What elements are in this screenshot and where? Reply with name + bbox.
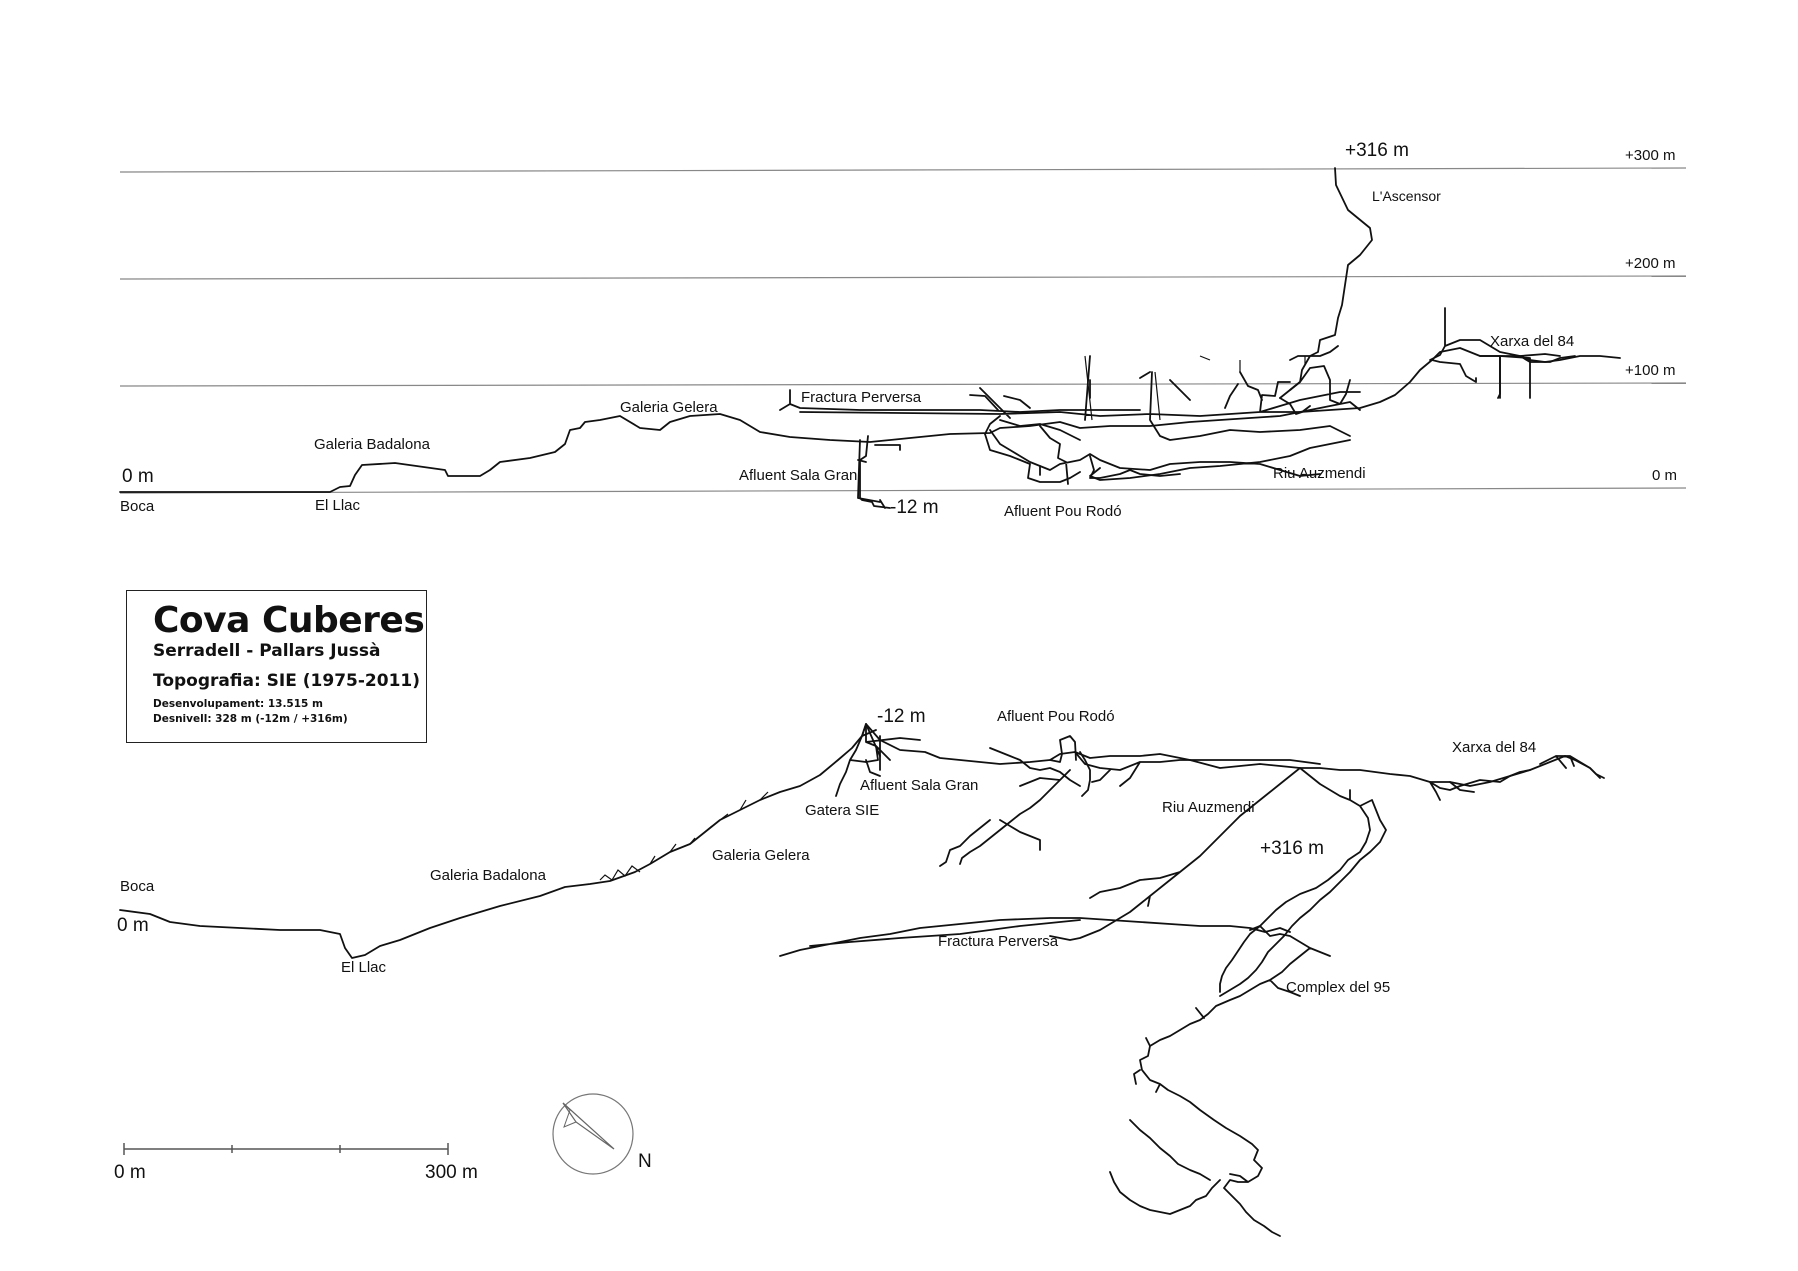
plan-sala-gran bbox=[865, 723, 921, 777]
profile-zero-label: 0 m bbox=[122, 466, 154, 487]
scale-end-label: 300 m bbox=[425, 1162, 478, 1183]
plan-complex-loop bbox=[1049, 767, 1387, 997]
plan-xarxa-84 bbox=[1429, 755, 1605, 801]
north-label: N bbox=[638, 1151, 652, 1172]
map-development: Desenvolupament: 13.515 m bbox=[153, 698, 323, 710]
level-label-0: 0 m bbox=[1652, 467, 1677, 484]
profile-ascensor-shaft bbox=[1279, 167, 1373, 399]
profile-peak-label: +316 m bbox=[1345, 140, 1409, 161]
plan-entrance-label: Boca bbox=[120, 878, 155, 895]
plan-gelera-branches bbox=[599, 791, 769, 881]
level-label-200: +200 m bbox=[1625, 255, 1675, 272]
plan-badalona-label: Galeria Badalona bbox=[430, 867, 547, 884]
plan-pou-rodo-label: Afluent Pou Rodó bbox=[997, 708, 1115, 725]
plan-sw-branch bbox=[1109, 1119, 1221, 1215]
profile-xarxa-84 bbox=[1429, 307, 1621, 399]
plan-peak-label: +316 m bbox=[1260, 838, 1324, 859]
level-line-300 bbox=[119, 167, 1687, 173]
map-survey-credit: Topografia: SIE (1975-2011) bbox=[153, 671, 421, 691]
profile-pou-rodo bbox=[984, 433, 1181, 483]
profile-xarxa84-label: Xarxa del 84 bbox=[1490, 333, 1574, 350]
plan-sala-gran-label: Afluent Sala Gran bbox=[860, 777, 978, 794]
level-label-300: +300 m bbox=[1625, 147, 1675, 164]
plan-section: Boca 0 m -12 m Afluent Pou Rodó Xarxa de… bbox=[117, 706, 1605, 1237]
profile-lowest-label: -12 m bbox=[890, 497, 939, 518]
title-block: Cova Cuberes Serradell - Pallars Jussà T… bbox=[126, 590, 427, 743]
map-depth: Desnivell: 328 m (-12m / +316m) bbox=[153, 713, 348, 725]
plan-complex95-label: Complex del 95 bbox=[1286, 979, 1390, 996]
map-title: Cova Cuberes bbox=[153, 600, 425, 641]
profile-shafts bbox=[1084, 355, 1306, 421]
profile-low-pit bbox=[857, 439, 881, 503]
profile-gelera-label: Galeria Gelera bbox=[620, 399, 718, 416]
level-label-100: +100 m bbox=[1625, 362, 1675, 379]
plan-pou-rodo bbox=[939, 735, 1091, 867]
level-line-200 bbox=[119, 275, 1687, 280]
profile-section: +300 m +200 m +100 m 0 m 0 m Boca +316 m… bbox=[119, 140, 1687, 520]
level-line-0 bbox=[119, 487, 1687, 494]
plan-fractura-perversa bbox=[779, 917, 1291, 957]
profile-entrance-label: Boca bbox=[120, 498, 155, 515]
plan-complex-95 bbox=[1133, 925, 1331, 1237]
plan-gatera-sie bbox=[835, 723, 877, 797]
north-arrow-icon: N bbox=[552, 1093, 652, 1175]
plan-main-passage bbox=[119, 723, 1601, 959]
profile-llac-label: El Llac bbox=[315, 497, 361, 514]
profile-sala-gran-label: Afluent Sala Gran bbox=[739, 467, 857, 484]
level-line-100 bbox=[119, 382, 1687, 387]
plan-zero-label: 0 m bbox=[117, 915, 149, 936]
plan-llac-label: El Llac bbox=[341, 959, 387, 976]
plan-gelera-label: Galeria Gelera bbox=[712, 847, 810, 864]
plan-lowest-label: -12 m bbox=[877, 706, 926, 727]
profile-badalona-label: Galeria Badalona bbox=[314, 436, 431, 453]
profile-ascensor-label: L'Ascensor bbox=[1372, 188, 1441, 204]
scale-start-label: 0 m bbox=[114, 1162, 146, 1183]
profile-auzmendi-label: Riu Auzmendi bbox=[1273, 465, 1366, 482]
map-location: Serradell - Pallars Jussà bbox=[153, 641, 381, 661]
profile-pou-rodo-label: Afluent Pou Rodó bbox=[1004, 503, 1122, 520]
plan-gatera-label: Gatera SIE bbox=[805, 802, 879, 819]
profile-fractura-label: Fractura Perversa bbox=[801, 389, 922, 406]
scale-bar: 0 m 300 m bbox=[114, 1143, 478, 1183]
profile-cluster bbox=[799, 345, 1361, 485]
plan-auzmendi-label: Riu Auzmendi bbox=[1162, 799, 1255, 816]
plan-fractura-label: Fractura Perversa bbox=[938, 933, 1059, 950]
plan-xarxa84-label: Xarxa del 84 bbox=[1452, 739, 1536, 756]
plan-riu-auzmendi bbox=[1074, 751, 1321, 787]
